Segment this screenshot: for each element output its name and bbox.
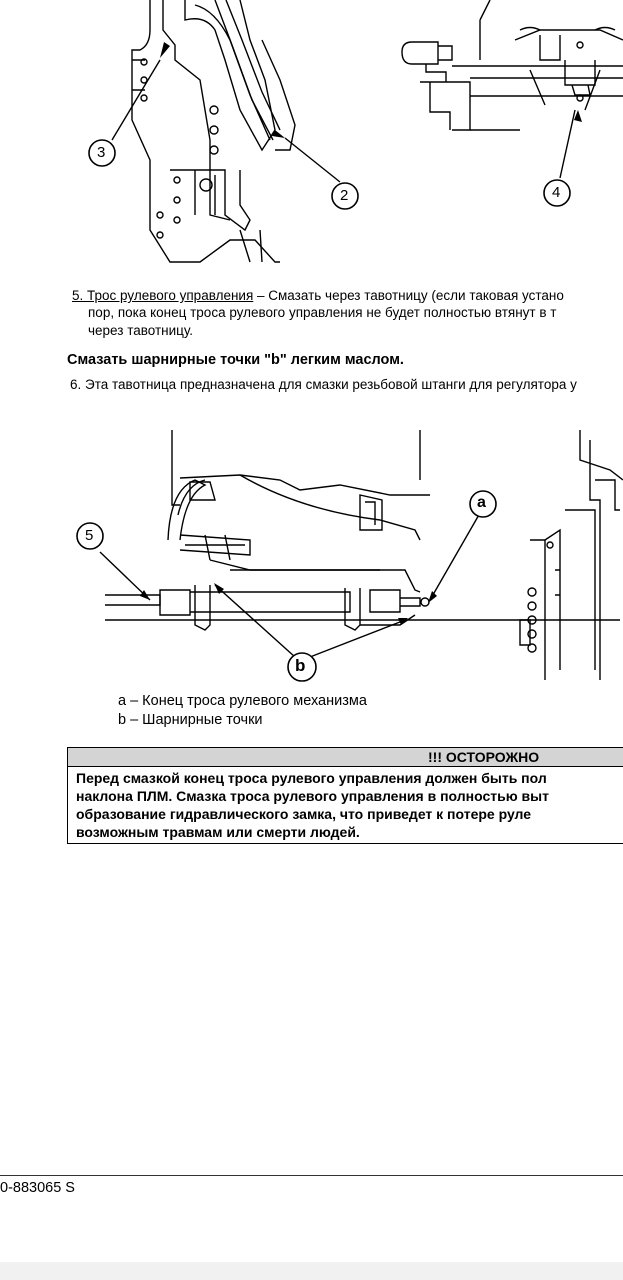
- warning-title: !!! ОСТОРОЖНО: [428, 749, 540, 765]
- warning-line-1: Перед смазкой конец троса рулевого управ…: [76, 770, 547, 786]
- warning-line-3: образование гидравлического замка, что п…: [76, 806, 532, 822]
- warning-line-4: возможным травмам или смерти людей.: [76, 824, 360, 840]
- step5-line1-rest: – Смазать через тавотницу (если таковая …: [253, 288, 564, 303]
- callout-a: a: [477, 494, 486, 511]
- lube-heading: Смазать шарнирные точки "b" легким масло…: [67, 352, 404, 368]
- viewer-bottom-bar: [0, 1262, 623, 1280]
- callout-2: 2: [340, 187, 349, 204]
- doc-number: 0-883065 S: [0, 1180, 75, 1196]
- step5-line3: через тавотницу.: [88, 323, 194, 338]
- step5-line2: пор, пока конец троса рулевого управлени…: [88, 305, 557, 320]
- step5-title: 5. Трос рулевого управления: [72, 288, 254, 303]
- callout-b: b: [295, 656, 306, 675]
- warning-line-2: наклона ПЛМ. Смазка троса рулевого управ…: [76, 788, 549, 804]
- callout-4: 4: [552, 184, 561, 201]
- figure-steering-cable: [76, 430, 623, 682]
- callout-3: 3: [97, 144, 106, 161]
- warning-header: !!! ОСТОРОЖНО: [68, 748, 623, 767]
- figure-outboard-bracket: [88, 0, 623, 263]
- warning-box: !!! ОСТОРОЖНО Перед смазкой конец троса …: [67, 747, 623, 844]
- legend-b: b – Шарнирные точки: [118, 712, 263, 728]
- step5-line1: 5. Трос рулевого управления – Смазать че…: [72, 287, 564, 305]
- footer-divider: [0, 1175, 623, 1176]
- step6-text: 6. Эта тавотница предназначена для смазк…: [70, 377, 577, 392]
- callout-5: 5: [85, 527, 94, 544]
- legend-a: a – Конец троса рулевого механизма: [118, 693, 367, 709]
